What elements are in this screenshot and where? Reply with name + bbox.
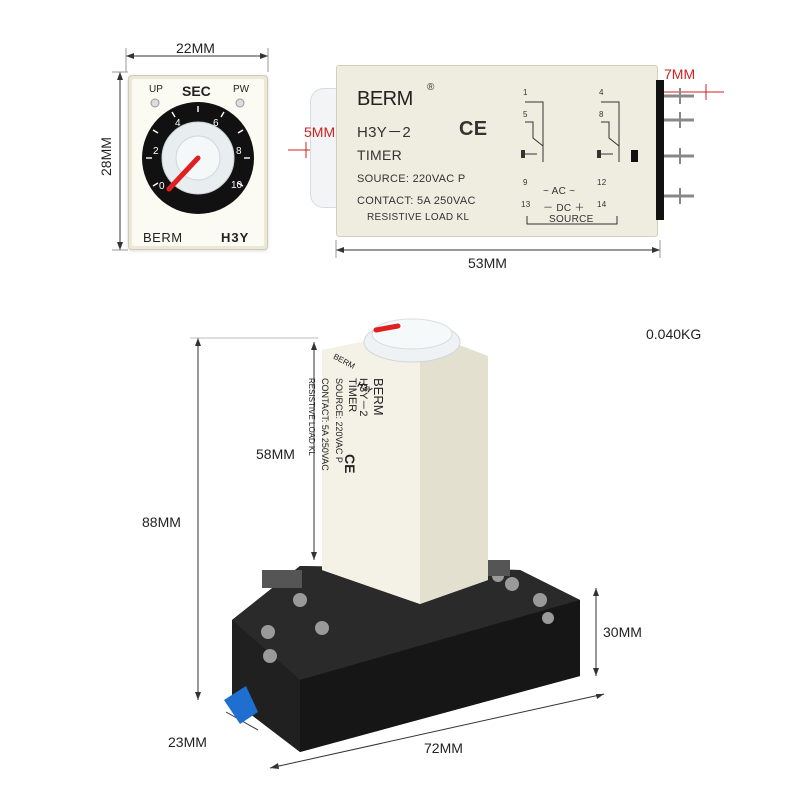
- front-model: H3Y: [221, 230, 250, 245]
- scale-0: 0: [159, 181, 165, 192]
- dim-total-height: 88MM: [142, 514, 181, 530]
- assembled-load: RESISTIVE LOAD KL: [307, 378, 316, 456]
- socket-plate: [656, 80, 664, 220]
- source-footer: SOURCE: [549, 214, 594, 225]
- scale-4: 4: [175, 118, 181, 129]
- dim-body-height: 58MM: [256, 446, 295, 462]
- pin-8: 8: [599, 110, 604, 119]
- pin-5: 5: [523, 110, 528, 119]
- ac-label: ~ AC ~: [543, 186, 576, 197]
- pw-label: PW: [233, 84, 250, 95]
- dc-label: － DC ＋: [543, 203, 585, 214]
- dim-base-height: 30MM: [603, 624, 642, 640]
- dim-pin-length: 7MM: [664, 66, 696, 82]
- scale-2: 2: [153, 146, 159, 157]
- assembled-contact: CONTACT: 5A 250VAC: [320, 378, 330, 471]
- assembled-type: TIMER: [346, 378, 358, 413]
- front-brand: BERM: [143, 230, 183, 245]
- assembled-label: BERM H3Y－2 TIMER SOURCE: 220VAC P CONTAC…: [286, 378, 386, 558]
- dim-base-length: 72MM: [424, 740, 463, 756]
- side-brand: BERM: [357, 88, 413, 110]
- up-label: UP: [149, 84, 163, 95]
- dim-knob-depth: 5MM: [304, 124, 336, 140]
- pin-12: 12: [597, 178, 607, 187]
- side-model: H3Y－2: [357, 124, 412, 141]
- assembled-ce: CE: [342, 454, 358, 474]
- dim-base-width: 23MM: [168, 734, 207, 750]
- dim-front-width: 22MM: [176, 40, 215, 56]
- side-type: TIMER: [357, 147, 403, 163]
- sec-label: SEC: [182, 83, 211, 99]
- ce-mark: CE: [459, 118, 488, 140]
- dial-pointer: [166, 155, 201, 192]
- side-source: SOURCE: 220VAC P: [357, 173, 466, 185]
- side-contact: CONTACT: 5A 250VAC: [357, 195, 476, 207]
- scale-10: 10: [231, 180, 243, 191]
- assembled-brand: BERM: [371, 378, 386, 416]
- side-reg: ®: [427, 82, 435, 93]
- timer-side-label: BERM ® H3Y－2 CE TIMER SOURCE: 220VAC P C…: [336, 65, 658, 237]
- pin-14: 14: [597, 200, 607, 209]
- pin-13: 13: [521, 200, 531, 209]
- side-load: RESISTIVE LOAD KL: [367, 212, 470, 223]
- weight-label: 0.040KG: [646, 326, 702, 342]
- timer-front-view: UP SEC PW 0 2 4 6 8 10 BERM H3Y: [128, 75, 268, 250]
- dial: [142, 98, 254, 214]
- scale-6: 6: [213, 118, 219, 129]
- pin-9: 9: [523, 178, 528, 187]
- wiring-diagram: [521, 101, 638, 225]
- pin-1: 1: [523, 88, 528, 97]
- dim-side-length: 53MM: [468, 255, 507, 271]
- pin-4: 4: [599, 88, 604, 97]
- assembled-source: SOURCE: 220VAC P: [334, 378, 344, 463]
- scale-8: 8: [236, 146, 242, 157]
